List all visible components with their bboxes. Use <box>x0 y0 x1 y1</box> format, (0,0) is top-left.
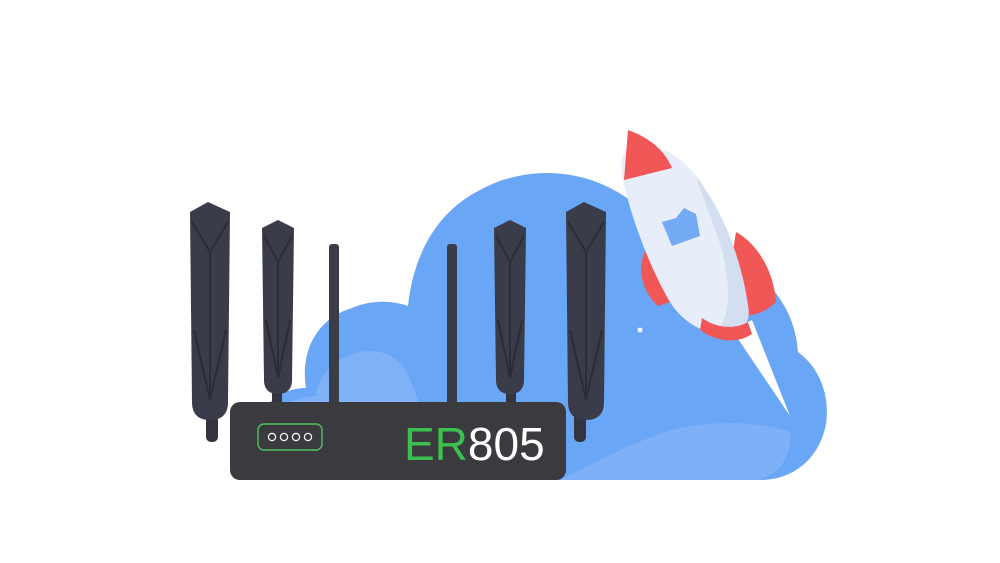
router-body <box>230 402 566 480</box>
antenna-icon-left-outer <box>190 202 230 442</box>
router-icon <box>230 402 566 480</box>
model-number: 805 <box>467 418 545 470</box>
rocket-body-shade <box>696 176 749 335</box>
status-led-icon <box>267 432 313 442</box>
status-led-panel <box>257 423 323 451</box>
model-prefix: ER <box>404 418 468 470</box>
rocket-spark <box>637 327 643 333</box>
rocket-exhaust <box>732 320 790 416</box>
rocket-nose <box>624 130 672 180</box>
rocket-window <box>662 208 700 246</box>
antenna-icon-right-inner <box>494 220 526 406</box>
rocket-icon <box>621 130 790 416</box>
antenna-icon-right-outer <box>566 202 606 442</box>
model-label: ER805 <box>404 416 545 476</box>
antenna-icon-stick-left <box>329 244 339 406</box>
antenna-icon-left-inner <box>262 220 294 406</box>
rocket-base <box>700 318 752 341</box>
cloud-highlight-right <box>560 423 791 480</box>
antenna-icon-stick-right <box>447 244 457 406</box>
antenna-group <box>190 202 606 442</box>
